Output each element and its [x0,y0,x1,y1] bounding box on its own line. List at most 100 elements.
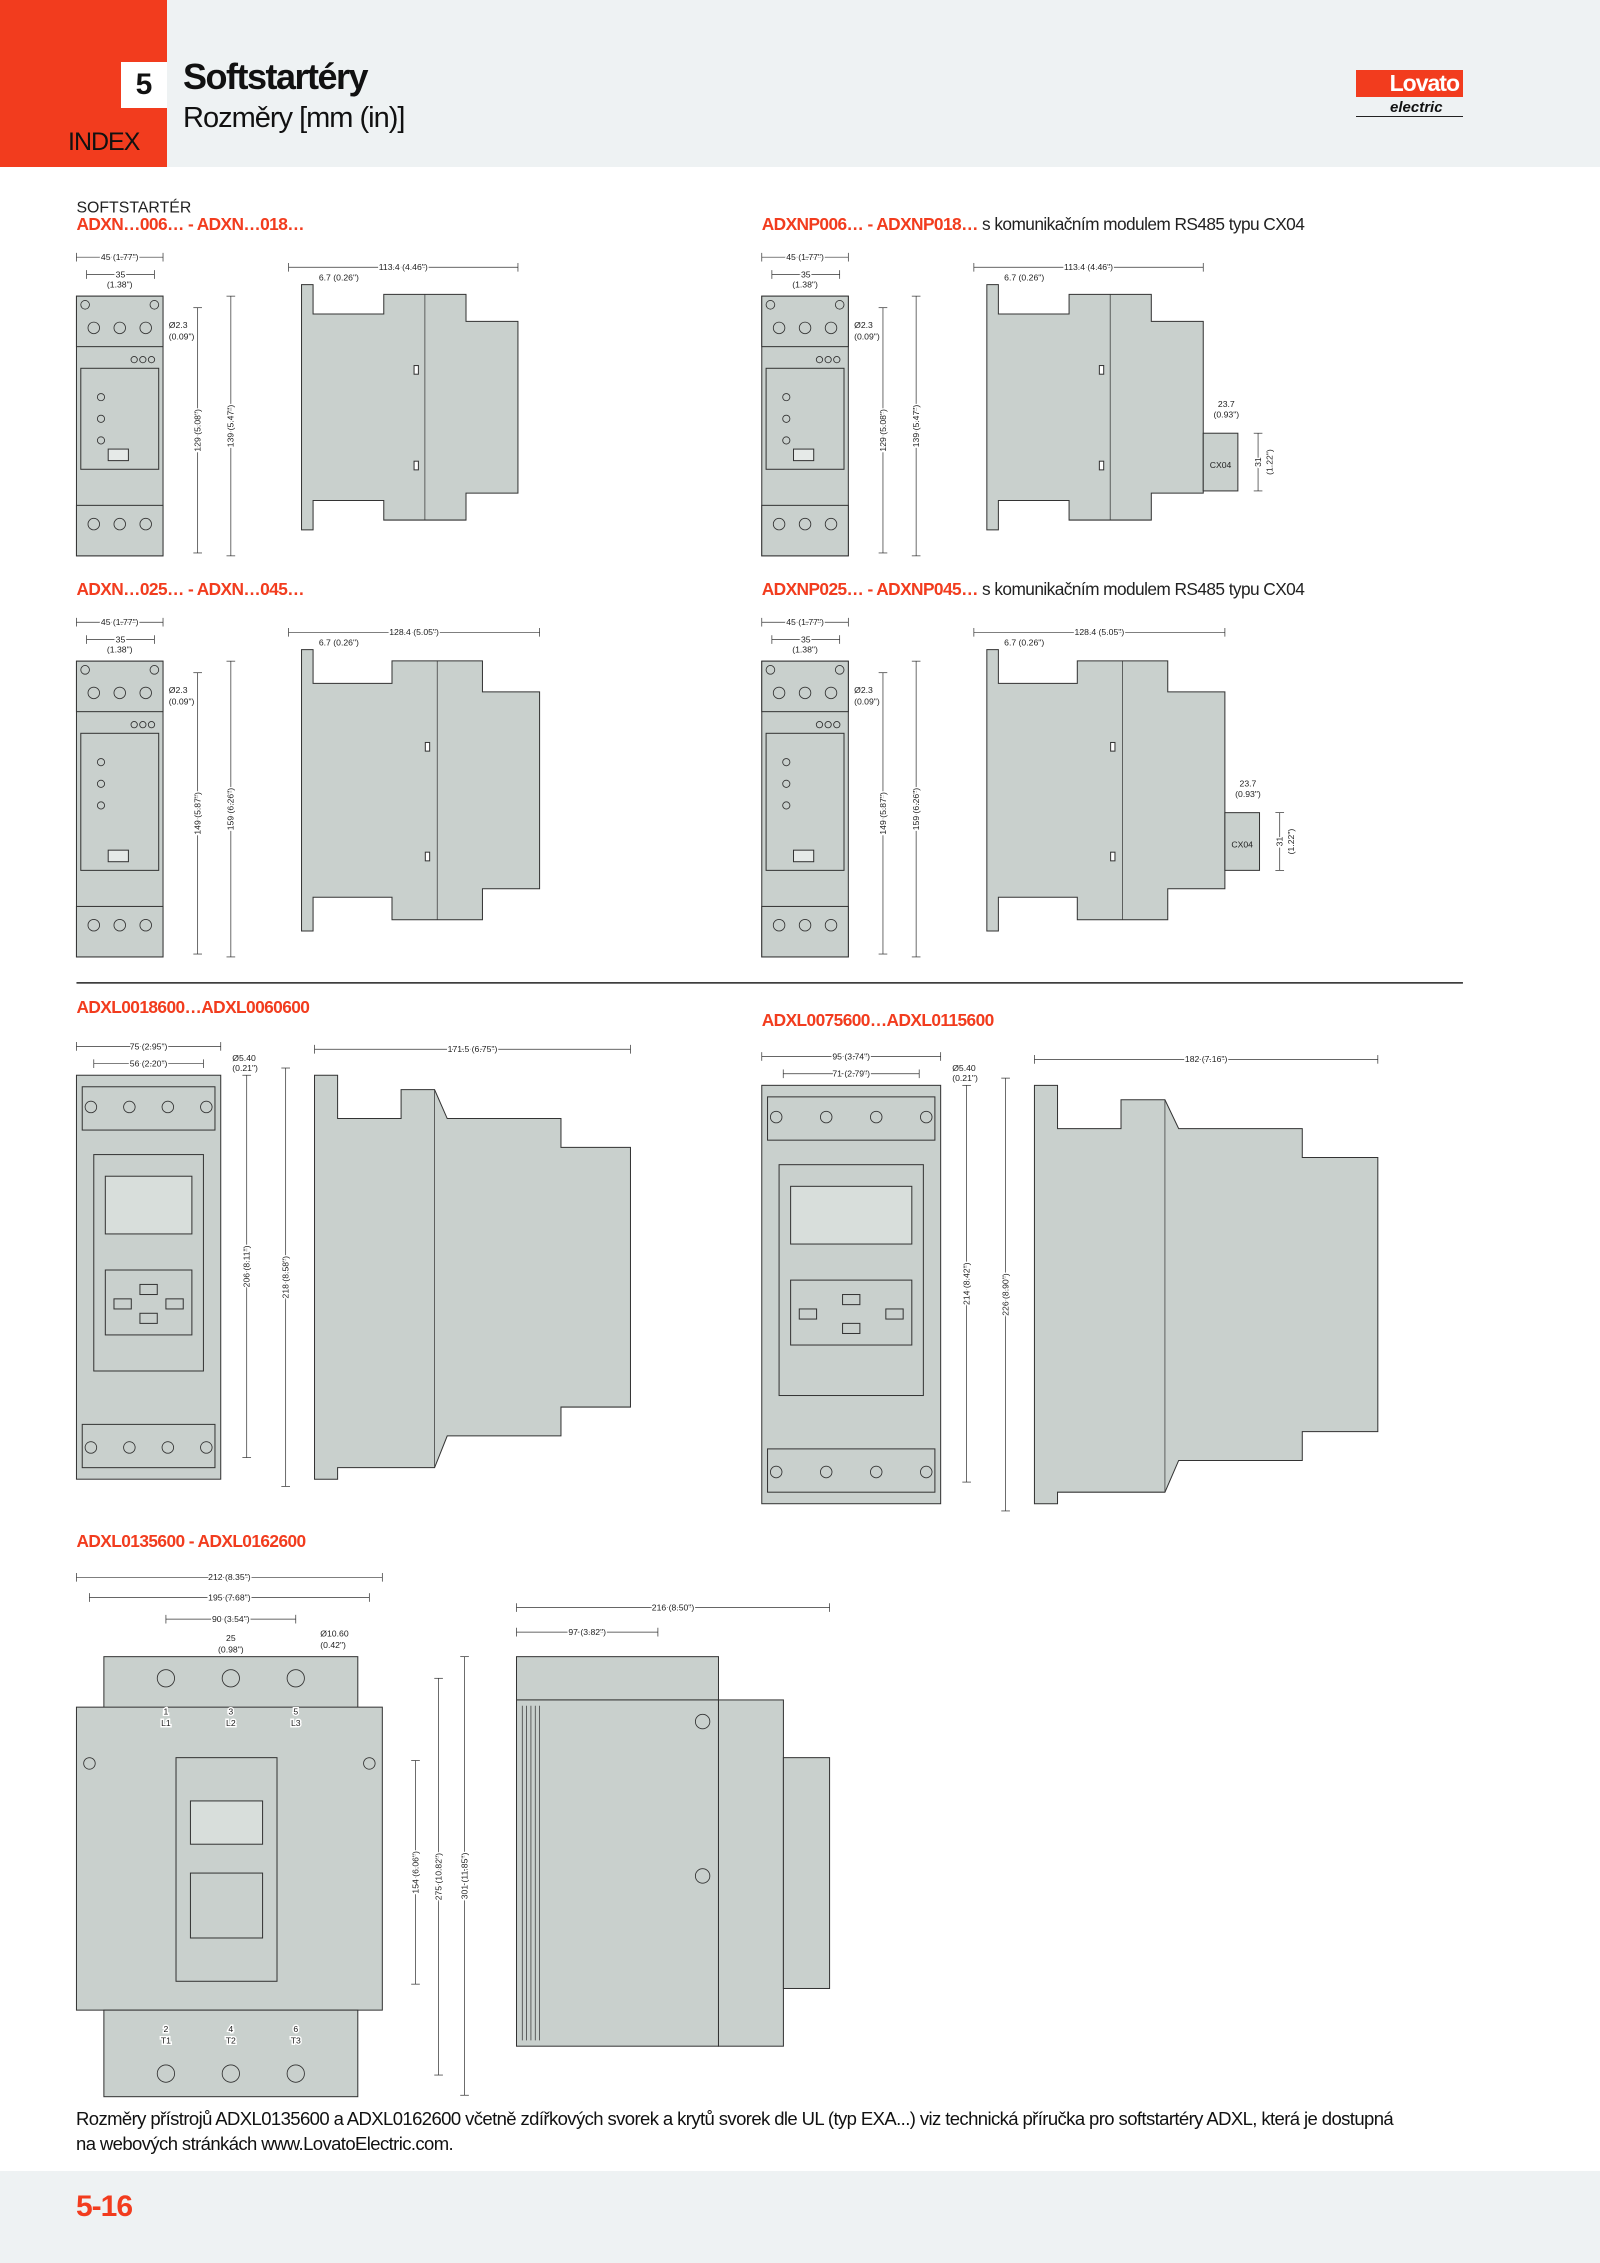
dimension-label: 23.7 [1218,399,1235,409]
section-title-models: ADXN…006… - ADXN…018… [76,214,304,234]
key-down [842,1322,861,1334]
line-busbar-block [103,1656,359,1715]
dimension-label: 23.7 [1240,779,1257,789]
dimension-label: 129 (5.08") [193,409,203,452]
status-window [793,849,815,863]
dimension-label: 195 (7.68") [208,1592,251,1602]
index-link[interactable]: INDEX [68,128,140,156]
terminal-screw-icon [920,1465,933,1479]
page-title: Softstartéry [183,56,369,97]
page-number: 5-16 [76,2190,133,2223]
section-title-description: s komunikačním modulem RS485 typu CX04 [978,579,1305,599]
load-terminal-block [81,1423,216,1469]
busbar-hole-icon [156,2064,176,2083]
busbar-hole-icon [156,1669,176,1688]
dimension-label: 149 (5.87") [878,792,888,835]
bottom-terminal-block [761,905,849,958]
side-busbar [515,1656,719,1701]
section-title-models: ADXN…025… - ADXN…045… [76,579,304,599]
terminal-screw-icon [200,1100,213,1114]
side-slot [424,741,431,752]
dimension-label: 139 (5.47") [226,405,236,448]
dimension-label: 95 (3.74") [832,1051,870,1061]
terminal-screw-icon [139,517,152,531]
dimension-label: 139 (5.47") [911,405,921,448]
line-terminal-block [81,1086,216,1131]
terminal-screw-icon [123,1100,136,1114]
side-view-body [986,649,1226,932]
terminal-label: T2 [226,2035,236,2045]
terminal-number: 2 [164,2024,169,2034]
control-panel [80,732,160,871]
page-footer [0,2171,1600,2263]
mounting-hole-icon [149,300,160,310]
mounting-slot-icon [83,1757,96,1770]
ground-screw-icon [694,1868,711,1884]
line-terminal-block [767,1096,936,1141]
dimension-label: 206 (8.11") [242,1245,252,1287]
terminal-screw-icon [870,1465,883,1479]
side-slot [413,365,419,375]
section-title: ADXNP025… - ADXNP045… s komunikačním mod… [762,579,1305,599]
control-panel [765,732,845,871]
dimension-label: 301 (11.85") [459,1853,469,1900]
terminal-screw-icon [824,918,838,932]
terminal-screw-icon [113,686,126,700]
side-view-body [986,284,1204,531]
dimension-label: (1.22") [1264,449,1274,475]
dimension-label: (0.09") [169,696,195,706]
dimension-label: Ø5.40 [232,1053,256,1063]
dimension-label: 97 (3.82") [568,1627,606,1637]
logo-subtext: electric [1390,99,1443,116]
load-terminal-block [767,1448,936,1493]
chapter-number: 5 [121,62,167,108]
top-terminal-block [75,660,164,713]
dimension-label: 6.7 (0.26") [319,637,359,647]
side-view-body [1033,1084,1379,1505]
mounting-hole-icon [80,665,90,675]
status-window [107,849,129,863]
dimension-label: Ø2.3 [854,320,873,330]
mounting-hole-icon [80,300,90,310]
terminal-number: 5 [293,1706,298,1716]
side-slot [1110,851,1116,862]
module-label: CX04 [1210,460,1232,470]
trimmer-knob-icon [96,758,106,767]
terminal-screw-icon [772,686,786,700]
status-window [107,448,129,462]
mounting-hole-icon [765,665,776,675]
terminal-label: T3 [291,2035,301,2045]
top-terminal-block [761,295,849,348]
terminal-screw-icon [84,1441,98,1454]
key-down [139,1312,158,1324]
dimension-label: (0.09") [854,696,880,706]
dimension-label: (1.38") [107,279,133,289]
busbar-hole-icon [286,2064,305,2083]
busbar-hole-icon [286,1669,305,1688]
dimension-label: 71 (2.79") [832,1069,870,1079]
section-title: ADXL0018600…ADXL0060600 [76,997,309,1017]
section-title: ADXL0075600…ADXL0115600 [762,1010,994,1030]
dimension-label: 182 (7.16") [1185,1054,1228,1064]
led-icon [139,721,147,729]
mounting-slot-icon [363,1757,376,1770]
status-window [793,448,815,462]
key-up [842,1294,861,1306]
section-title-models: ADXNP025… - ADXNP045… [762,579,978,599]
trimmer-knob-icon [782,779,791,788]
trimmer-knob-icon [96,414,106,423]
footer-note-line2: na webových stránkách www.LovatoElectric… [76,2133,454,2154]
terminal-screw-icon [200,1441,213,1454]
dimension-label: 56 (2.20") [130,1059,168,1069]
led-icon [130,356,138,364]
led-icon [130,721,138,729]
mounting-hole-icon [834,300,845,310]
terminal-screw-icon [161,1100,175,1114]
dimension-label: 35 [116,269,126,279]
mounting-hole-icon [765,300,776,310]
trimmer-knob-icon [782,393,791,402]
led-icon [139,356,147,364]
busbar-hole-icon [221,1669,240,1688]
mounting-hole-icon [834,665,845,675]
terminal-screw-icon [820,1465,833,1479]
